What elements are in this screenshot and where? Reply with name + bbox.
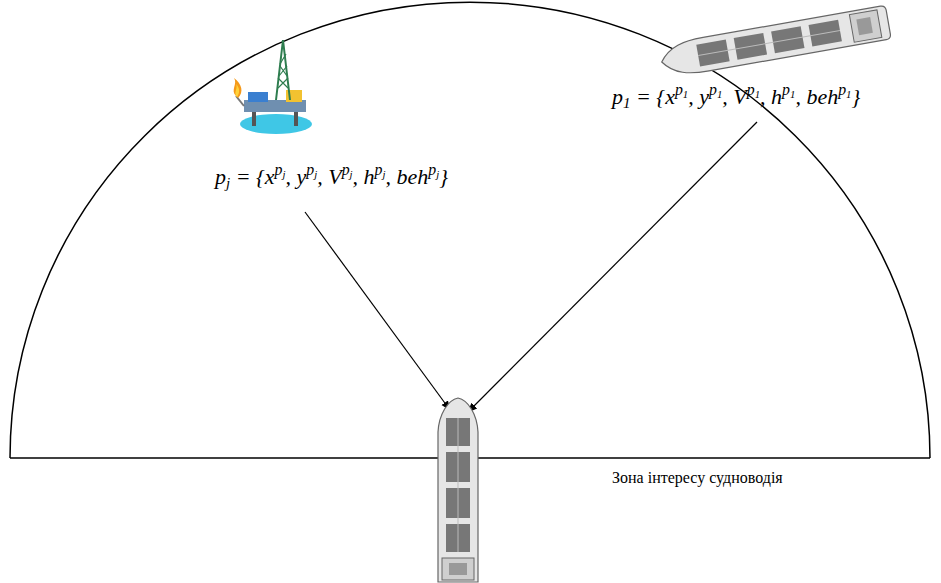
object-formula: p1 = {xp1, yp1, Vp1, hp1, behp1} [612,80,860,113]
leader-arrow [305,212,450,410]
zone-caption: Зона інтересу судноводія [612,468,783,487]
oil-platform-icon [234,40,312,134]
own-vessel [438,398,478,582]
zone-arc [10,2,930,458]
target-vessel [659,5,891,78]
object-formula: pj = {xpj, ypj, Vpj, hpj, behpj} [215,160,448,193]
leader-arrow [468,122,757,412]
